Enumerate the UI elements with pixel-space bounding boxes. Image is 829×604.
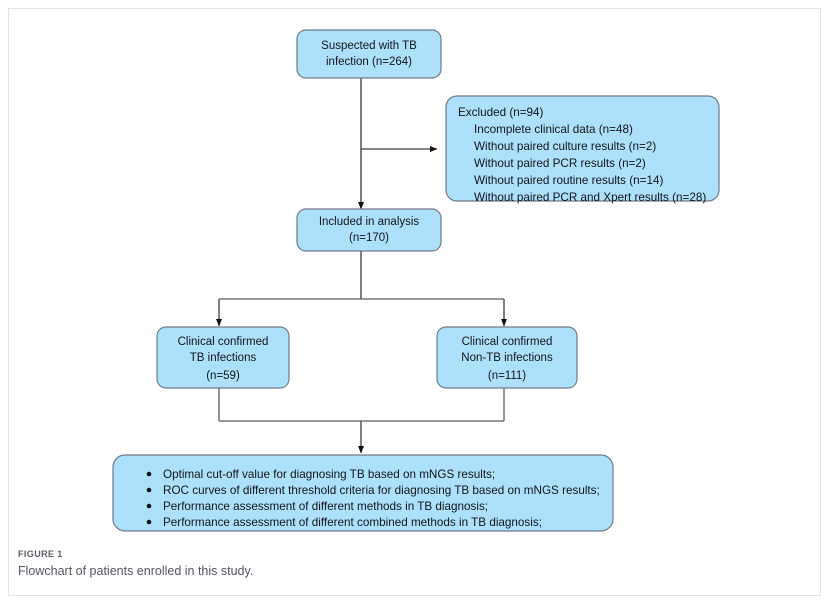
node-excluded-line5: Without paired routine results (n=14) [474, 174, 663, 187]
node-clinical-confirmed-non-tb[interactable]: Clinical confirmed Non-TB infections (n=… [436, 326, 578, 389]
bullet-dot-icon [146, 503, 152, 509]
node-nontb-line2: Non-TB infections [461, 352, 553, 364]
node-tb-rect [156, 326, 290, 389]
flowchart-svg: Suspected with TB infection (n=264) Excl… [112, 29, 720, 532]
node-included-in-analysis[interactable]: Included in analysis (n=170) [296, 208, 442, 252]
node-included-rect [296, 208, 442, 252]
node-outcomes-bullet2: ROC curves of different threshold criter… [163, 484, 600, 497]
node-excluded-rect [445, 95, 720, 202]
node-nontb-line3: (n=111) [488, 370, 526, 382]
node-excluded-line2: Incomplete clinical data (n=48) [474, 123, 633, 136]
figure-caption: FIGURE 1 Flowchart of patients enrolled … [18, 549, 718, 578]
node-excluded[interactable]: Excluded (n=94) Incomplete clinical data… [445, 95, 720, 204]
node-excluded-line1: Excluded (n=94) [458, 106, 544, 119]
node-nontb-rect [436, 326, 578, 389]
node-clinical-confirmed-tb[interactable]: Clinical confirmed TB infections (n=59) [156, 326, 290, 389]
node-tb-line3: (n=59) [206, 370, 240, 382]
node-tb-line1: Clinical confirmed [178, 336, 269, 348]
node-outcomes-rect [112, 454, 614, 532]
node-outcomes[interactable]: Optimal cut-off value for diagnosing TB … [112, 454, 614, 532]
node-outcomes-bullet3: Performance assessment of different meth… [163, 500, 488, 513]
node-suspected-line1: Suspected with TB [321, 40, 417, 52]
figure-number-label: FIGURE 1 [18, 549, 63, 559]
bullet-dot-icon [146, 519, 152, 525]
figure-frame: Suspected with TB infection (n=264) Excl… [8, 8, 821, 596]
bullet-dot-icon [146, 471, 152, 477]
node-suspected-rect [296, 29, 442, 79]
node-nontb-line1: Clinical confirmed [462, 336, 553, 348]
node-included-line2: (n=170) [349, 232, 389, 244]
node-outcomes-bullet1: Optimal cut-off value for diagnosing TB … [163, 468, 495, 481]
node-suspected-with-tb[interactable]: Suspected with TB infection (n=264) [296, 29, 442, 79]
bullet-dot-icon [146, 487, 152, 493]
node-outcomes-bullet4: Performance assessment of different comb… [163, 516, 542, 529]
node-tb-line2: TB infections [190, 352, 257, 364]
figure-caption-text: Flowchart of patients enrolled in this s… [18, 564, 254, 578]
node-excluded-line6: Without paired PCR and Xpert results (n=… [474, 191, 706, 204]
node-included-line1: Included in analysis [319, 216, 420, 228]
node-excluded-line3: Without paired culture results (n=2) [474, 140, 656, 153]
flowchart-area: Suspected with TB infection (n=264) Excl… [9, 9, 822, 533]
node-excluded-line4: Without paired PCR results (n=2) [474, 157, 646, 170]
node-suspected-line2: infection (n=264) [326, 56, 412, 68]
